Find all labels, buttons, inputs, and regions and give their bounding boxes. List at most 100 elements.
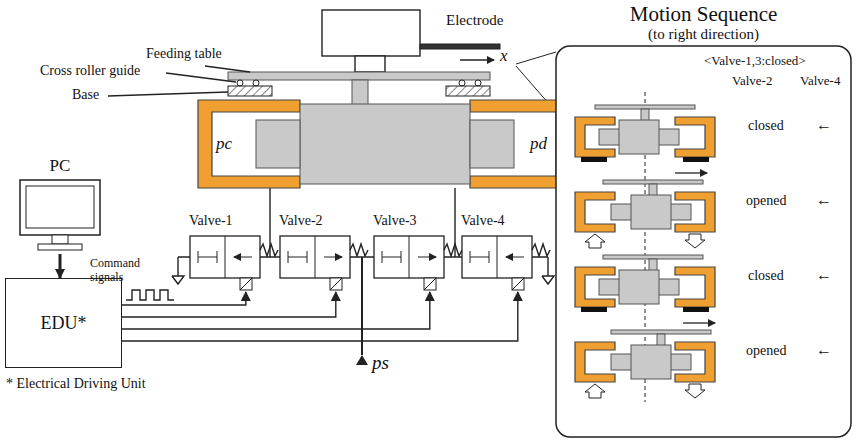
cylinder-housing [470, 100, 570, 188]
mini-cylinder [631, 345, 671, 379]
leader-line [108, 92, 228, 96]
mini-cylinder [611, 345, 691, 379]
cylinder-housing [198, 100, 570, 188]
node-title: Motion Sequence [630, 2, 778, 26]
mini-cylinder [603, 255, 703, 259]
valve-symbol [424, 278, 436, 290]
piston [256, 104, 514, 184]
mini-cylinder [599, 120, 679, 154]
valve-symbol [374, 236, 444, 278]
node-title: Valve-3 [373, 213, 417, 229]
cross-roller-guide [253, 80, 259, 86]
valve-box: Valve-3 [369, 213, 449, 292]
pc-monitor [38, 244, 82, 250]
base-hatch [446, 86, 490, 96]
valve-symbol [512, 278, 524, 290]
base-hatch [228, 86, 490, 96]
edu-box: EDU* [5, 278, 122, 368]
column-head: Valve-4 [800, 74, 840, 89]
mini-cylinder [631, 195, 671, 229]
valve-symbol [470, 251, 471, 263]
mini-cylinder [575, 267, 715, 307]
valve-symbol [424, 278, 436, 290]
valve-symbol [240, 278, 252, 290]
pc-box: PC [14, 156, 106, 254]
valve-symbol [401, 251, 402, 263]
sequence-note: <Valve-1,3:closed> [704, 54, 806, 69]
mini-cylinder [685, 234, 705, 248]
note: * Electrical Driving Unit [6, 376, 146, 392]
piston [300, 104, 470, 184]
valve-symbol [532, 244, 550, 256]
pressure-name: pd [530, 134, 547, 154]
mini-cylinder [611, 330, 711, 334]
part-name: Base [72, 87, 99, 103]
mini-cylinder [675, 172, 707, 173]
leader-line [166, 73, 236, 82]
valve-symbol [190, 236, 550, 290]
valve-symbol [462, 236, 532, 278]
pc-monitor [20, 180, 100, 250]
valve-symbol [190, 236, 260, 278]
piston [470, 120, 514, 168]
feeding-table [228, 72, 490, 80]
piston [256, 120, 300, 168]
pc-monitor [20, 180, 100, 235]
air-line [172, 276, 184, 284]
valve-box: Valve-2 [275, 213, 355, 292]
valve-state: closed [748, 118, 784, 134]
mini-cylinder [619, 270, 659, 304]
node-title: Valve-2 [279, 213, 323, 229]
valve-symbol [217, 251, 218, 263]
mini-cylinder [581, 307, 607, 312]
direction-symbol: ← [816, 116, 832, 134]
mini-cylinder [683, 307, 709, 312]
valve-symbol [324, 257, 342, 258]
cross-roller-guide [237, 80, 243, 86]
valve-symbol [307, 251, 308, 263]
mini-cylinder [599, 270, 679, 304]
feeding-table [352, 80, 368, 106]
part-name: Electrode [446, 12, 503, 29]
valve-symbol [382, 251, 383, 263]
mini-cylinder [585, 384, 605, 398]
electrode-unit [420, 44, 500, 49]
valve-symbol [409, 236, 410, 278]
direction-symbol: ← [816, 191, 832, 209]
mini-cylinder [683, 157, 709, 162]
part-name: Cross roller guide [40, 63, 140, 79]
mini-cylinder [595, 105, 695, 109]
valve-symbol [315, 236, 316, 278]
direction-symbol: ← [816, 341, 832, 359]
valve-symbol [470, 257, 489, 258]
mini-cylinder [585, 234, 605, 248]
signal-wire [122, 292, 336, 317]
direction-symbol: ← [816, 266, 832, 284]
pressure-name: pc [216, 134, 232, 154]
air-line [547, 257, 548, 276]
valve-symbol [288, 251, 289, 263]
valve-symbol [225, 236, 226, 278]
valve-symbol [462, 236, 550, 290]
air-line [177, 257, 178, 276]
signal-wire [122, 292, 518, 341]
mini-cylinder [575, 105, 715, 162]
valve-box: Valve-1 [185, 213, 265, 292]
leader-line [205, 66, 250, 72]
column-head: Valve-2 [732, 74, 772, 89]
pc-monitor [52, 235, 68, 244]
valve-symbol [260, 244, 278, 256]
mini-cylinder [685, 384, 705, 398]
air-line [542, 276, 554, 284]
node-title: EDU* [41, 313, 87, 334]
pressure-name: ps [372, 352, 389, 374]
mini-cylinder [575, 117, 715, 157]
panel-border [556, 46, 851, 437]
pulse-signal [126, 290, 174, 300]
valve-symbol [190, 236, 278, 290]
valve-symbol [240, 278, 252, 290]
valve-state: opened [746, 343, 786, 359]
node-subtitle: (to right direction) [648, 26, 759, 43]
air-line [172, 188, 554, 365]
